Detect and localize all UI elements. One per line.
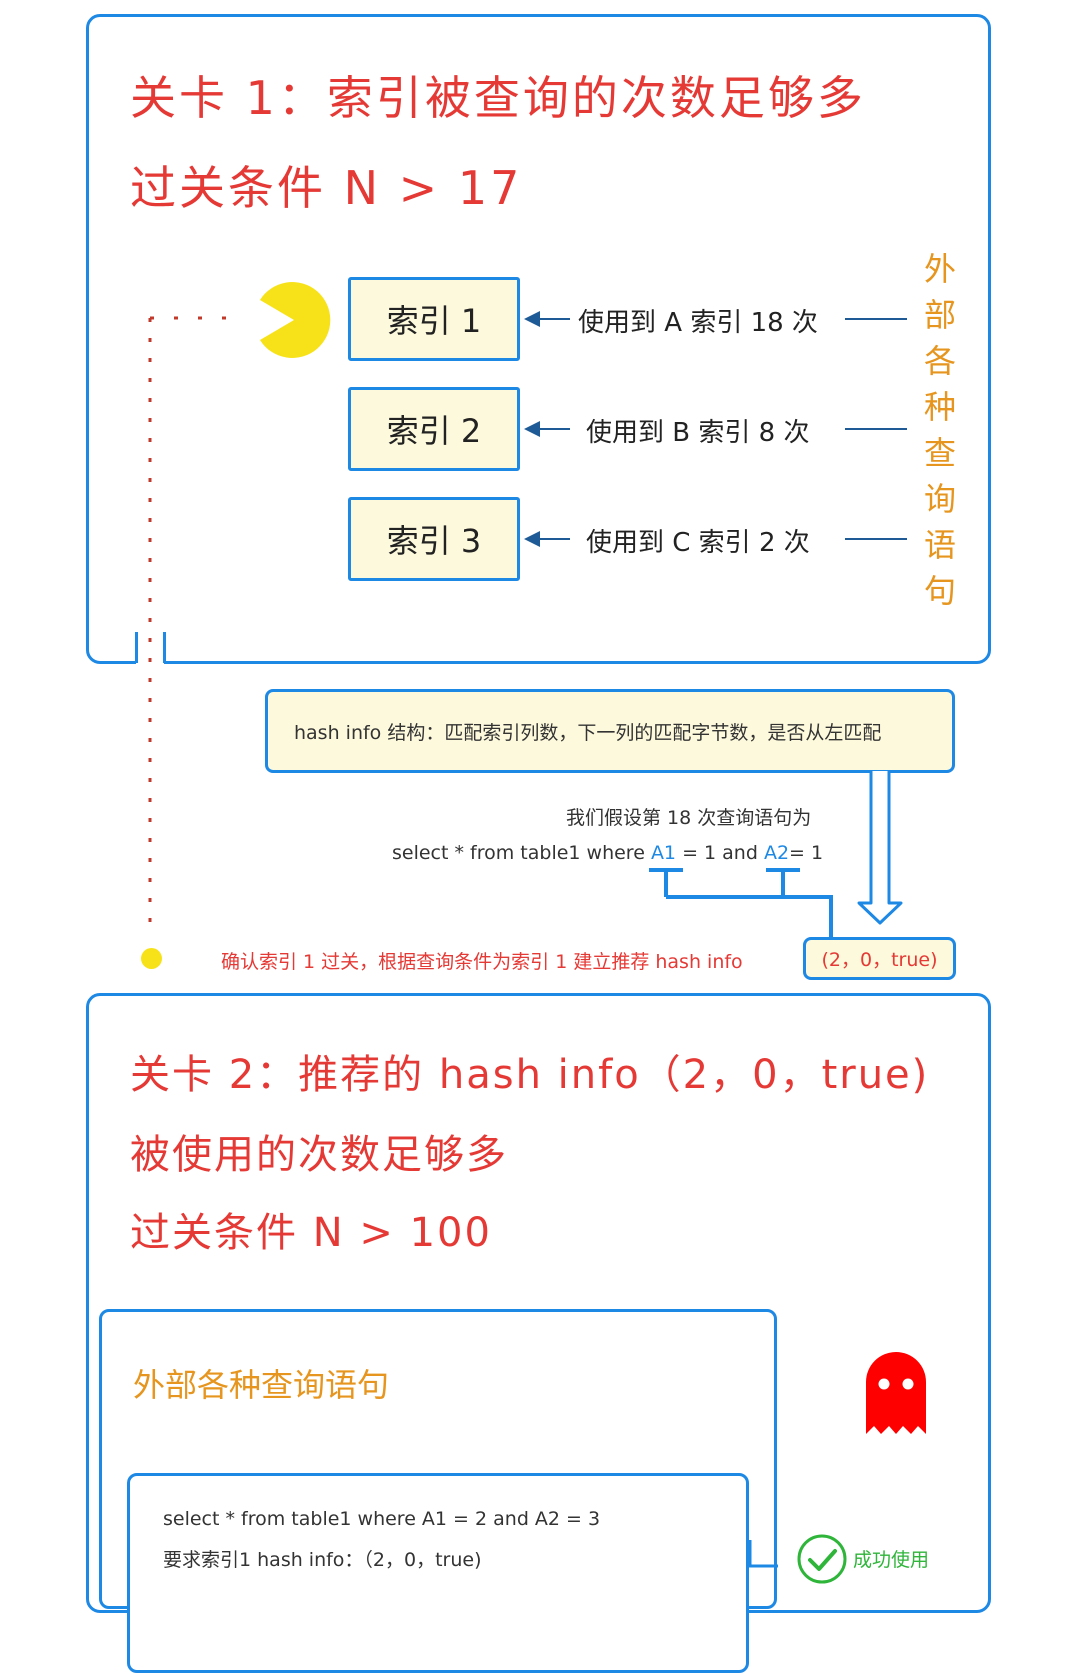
end-dot <box>141 948 162 969</box>
vertical-char: 部 <box>923 296 956 334</box>
vertical-char: 查 <box>923 434 956 472</box>
tuple-box: (2，0，true) <box>803 937 956 980</box>
stage1-panel <box>86 14 991 664</box>
stage2-title-line2: 被使用的次数足够多 <box>130 1132 508 1178</box>
stage2-query-line1: select * from table1 where A1 = 2 and A2… <box>163 1508 601 1530</box>
external-queries-vertical: 外 部 各 种 查 询 语 句 <box>918 246 962 614</box>
gap-edge-left <box>135 632 138 663</box>
assume-text: 我们假设第 18 次查询语句为 <box>566 807 812 829</box>
query-a1: A1 <box>650 842 677 864</box>
vertical-char: 各 <box>923 342 956 380</box>
index-label: 索引 2 <box>386 412 482 450</box>
success-label: 成功使用 <box>853 1549 930 1571</box>
vertical-char: 询 <box>923 480 956 518</box>
gap-edge-right <box>163 632 166 663</box>
tuple-text: (2，0，true) <box>821 949 938 971</box>
query-mid: = 1 and <box>676 842 764 864</box>
stage1-title: 关卡 1：索引被查询的次数足够多 <box>130 71 866 125</box>
ghost-icon <box>866 1352 926 1434</box>
query-prefix: select * from table1 where <box>392 842 651 864</box>
confirm-text: 确认索引 1 过关，根据查询条件为索引 1 建立推荐 hash info <box>221 951 743 973</box>
vertical-char: 句 <box>923 572 956 610</box>
usage-text-b: 使用到 B 索引 8 次 <box>586 418 810 448</box>
vertical-char: 种 <box>923 388 956 426</box>
usage-arrows <box>524 311 907 547</box>
success-connector <box>748 1540 778 1568</box>
external-queries-title: 外部各种查询语句 <box>133 1366 390 1404</box>
query-a2: A2 <box>763 842 790 864</box>
hash-info-box: hash info 结构：匹配索引列数，下一列的匹配字节数，是否从左匹配 <box>265 689 955 773</box>
query-suffix: = 1 <box>789 842 824 864</box>
usage-text-c: 使用到 C 索引 2 次 <box>586 528 810 558</box>
index-box-2: 索引 2 <box>348 387 520 471</box>
check-circle-icon <box>797 1534 847 1584</box>
hash-info-text: hash info 结构：匹配索引列数，下一列的匹配字节数，是否从左匹配 <box>294 721 882 744</box>
usage-text-a: 使用到 A 索引 18 次 <box>578 308 818 338</box>
index-box-1: 索引 1 <box>348 277 520 361</box>
stage2-condition: 过关条件 N > 100 <box>130 1210 492 1256</box>
hollow-down-arrow <box>857 771 903 925</box>
bracket-connector <box>649 868 833 938</box>
vertical-char: 语 <box>923 526 956 564</box>
vertical-char: 外 <box>923 250 956 288</box>
stage2-query-line2: 要求索引1 hash info：（2，0，true) <box>163 1549 482 1571</box>
stage2-title: 关卡 2：推荐的 hash info（2，0，true) <box>130 1052 930 1098</box>
query-line: select * from table1 where A1 = 1 and A2… <box>392 842 823 864</box>
index-label: 索引 3 <box>386 522 482 560</box>
dotted-path <box>148 316 236 935</box>
index-box-3: 索引 3 <box>348 497 520 581</box>
index-label: 索引 1 <box>386 302 482 340</box>
pacman-icon <box>260 282 331 358</box>
stage1-condition: 过关条件 N > 17 <box>130 161 523 215</box>
query-panel <box>127 1473 749 1673</box>
